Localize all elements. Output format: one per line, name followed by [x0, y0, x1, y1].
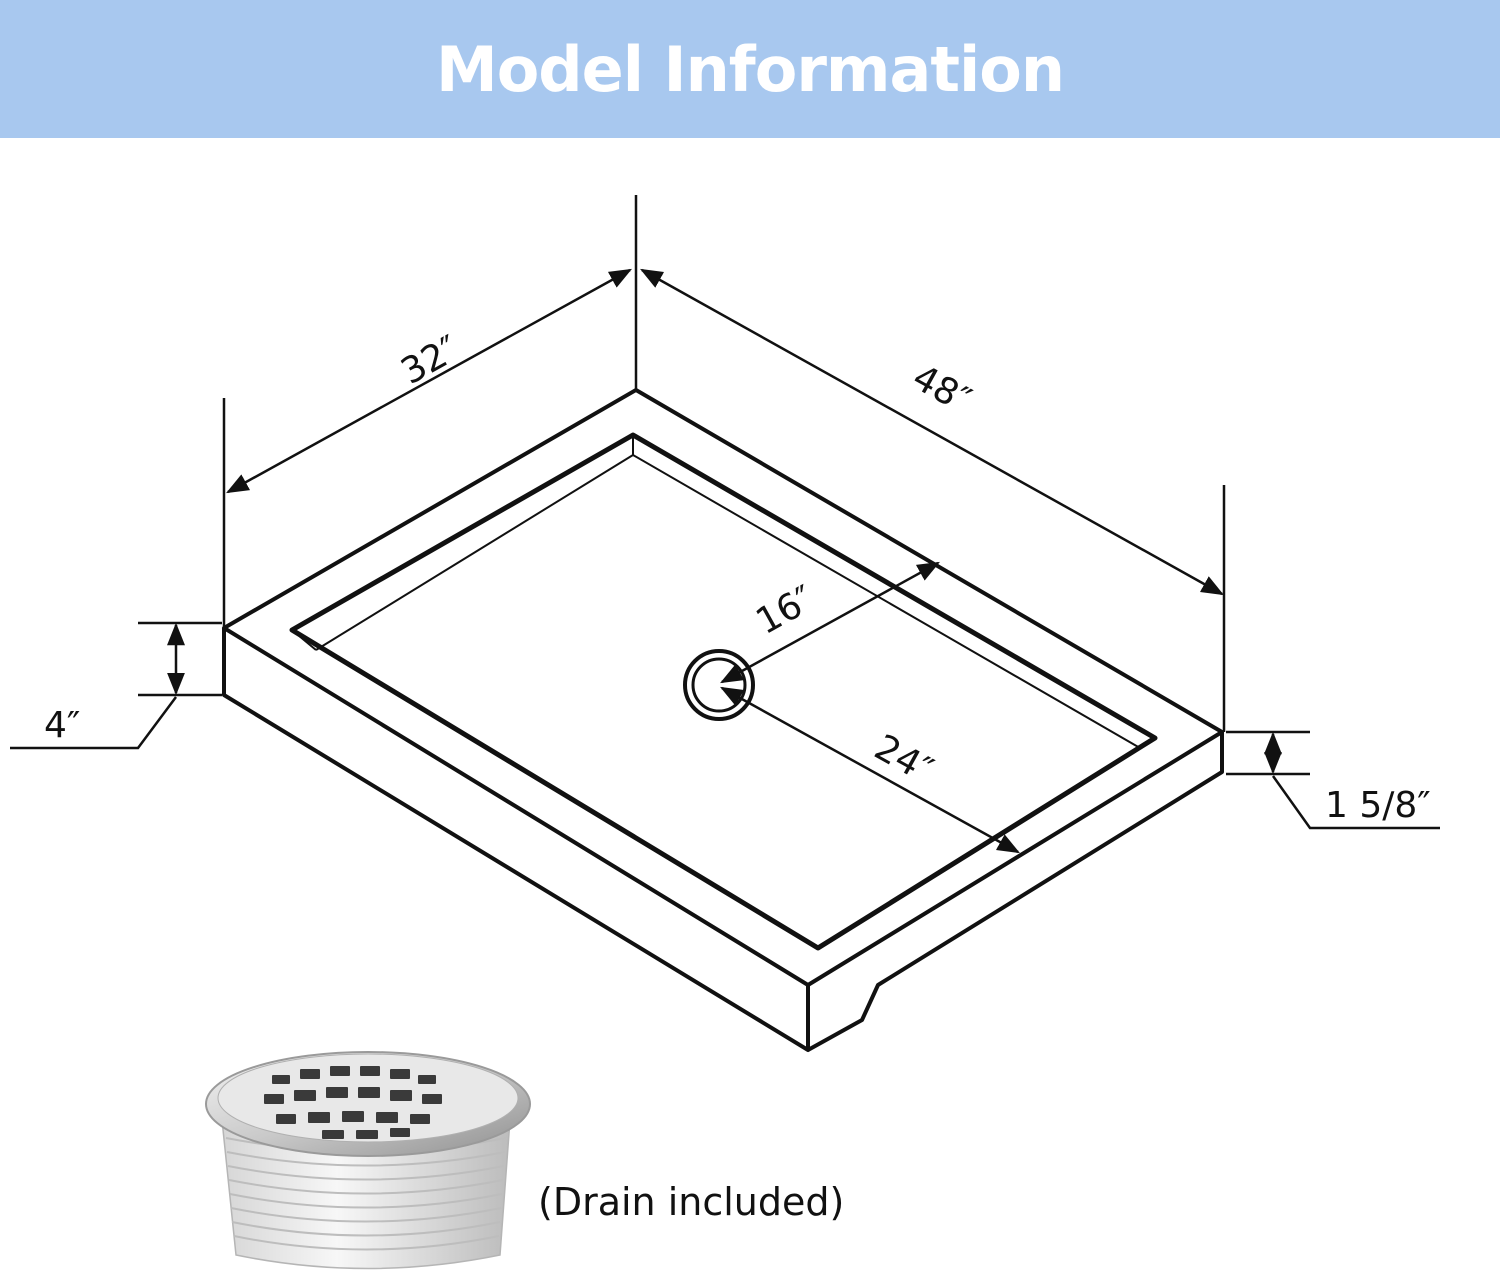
label-48: 48″ — [906, 357, 978, 422]
label-4: 4″ — [44, 705, 80, 746]
dim-line-48 — [640, 268, 1224, 596]
dim-line-24 — [720, 686, 1020, 854]
dim-line-16 — [720, 561, 940, 684]
drain-caption: (Drain included) — [538, 1180, 845, 1224]
leader-4 — [10, 696, 178, 750]
drain-circle — [683, 649, 755, 721]
dim-line-32 — [226, 268, 632, 494]
header-banner: Model Information — [0, 0, 1500, 138]
drain-product-image — [205, 1051, 531, 1270]
page-title: Model Information — [436, 32, 1065, 106]
shower-basin — [289, 432, 1158, 951]
label-1-5-8: 1 5/8″ — [1325, 785, 1431, 826]
label-32: 32″ — [394, 328, 466, 393]
dimension-lines — [10, 268, 1440, 854]
leader-1-5-8 — [1271, 775, 1440, 830]
